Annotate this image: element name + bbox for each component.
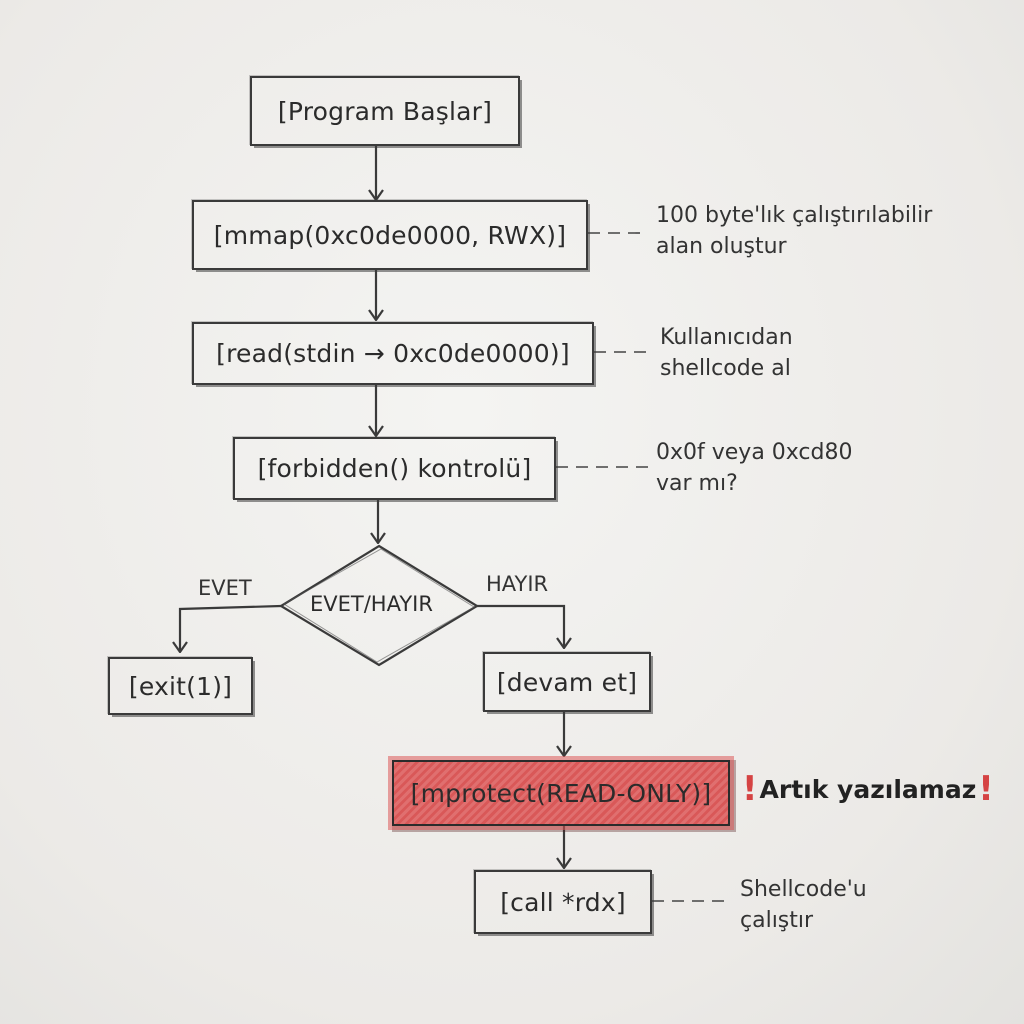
warning-text: Artık yazılamaz — [759, 774, 977, 804]
decision-diamond — [278, 544, 480, 667]
call-note: Shellcode'u çalıştır — [740, 874, 867, 936]
forbidden-note: 0x0f veya 0xcd80 var mı? — [656, 437, 853, 499]
read-note-line-1: Kullanıcıdan — [660, 325, 793, 350]
call-node: [call *rdx] — [474, 870, 652, 934]
arrow-no-branch — [477, 604, 564, 648]
call-note-line-2: çalıştır — [740, 908, 814, 933]
read-node: [read(stdin → 0xc0de0000)] — [192, 322, 594, 385]
exit-node: [exit(1)] — [108, 657, 253, 715]
decision-label: EVET/HAYIR — [310, 592, 433, 616]
start-node: [Program Başlar] — [250, 76, 520, 146]
forbidden-note-line-1: 0x0f veya 0xcd80 — [656, 440, 853, 465]
readonly-warning: ! Artık yazılamaz ! — [742, 772, 994, 806]
no-branch-label: HAYIR — [486, 572, 549, 596]
forbidden-note-line-2: var mı? — [656, 471, 738, 496]
forbidden-node: [forbidden() kontrolü] — [233, 437, 556, 500]
decision-diamond-sketch — [283, 548, 475, 663]
mprotect-node: [mprotect(READ-ONLY)] — [392, 760, 730, 826]
mmap-node: [mmap(0xc0de0000, RWX)] — [192, 200, 588, 270]
continue-node: [devam et] — [483, 652, 651, 712]
mmap-note-line-1: 100 byte'lık çalıştırılabilir — [656, 203, 933, 228]
arrow-yes-branch — [180, 604, 282, 652]
warning-mark-left-icon: ! — [742, 769, 758, 809]
mmap-note-line-2: alan oluştur — [656, 234, 787, 259]
call-note-line-1: Shellcode'u — [740, 877, 867, 902]
mmap-note: 100 byte'lık çalıştırılabilir alan oluşt… — [656, 200, 932, 262]
yes-branch-label: EVET — [198, 576, 252, 600]
read-note: Kullanıcıdan shellcode al — [660, 322, 793, 384]
warning-mark-right-icon: ! — [978, 769, 994, 809]
read-note-line-2: shellcode al — [660, 356, 791, 381]
